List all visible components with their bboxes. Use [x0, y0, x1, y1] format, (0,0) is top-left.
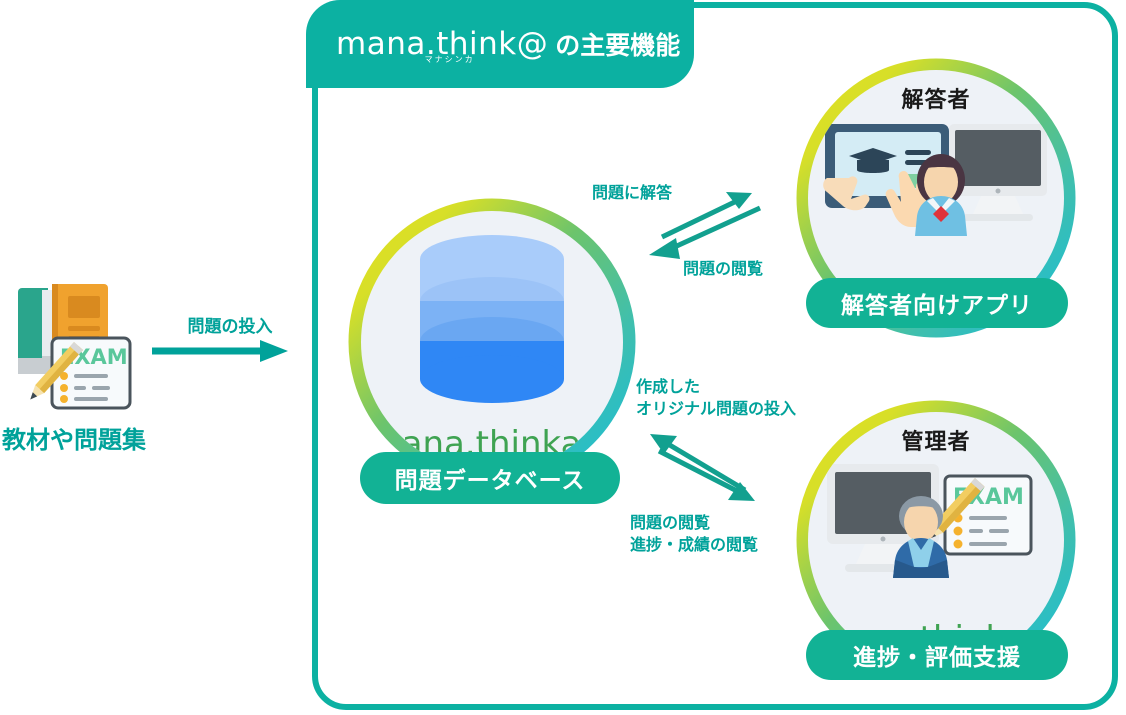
flow-label-view-questions-top: 問題の閲覧 — [683, 259, 764, 278]
header-logo-ruby: マナシンカ — [424, 54, 475, 64]
pill-answerer-app[interactable]: 解答者向けアプリ — [806, 278, 1068, 328]
admin-title: 管理者 — [901, 430, 971, 455]
monitor-teacher-exam-icon: EXAM — [827, 464, 1033, 578]
admin-ring: 管理者 EXAM — [796, 400, 1076, 680]
database-cylinder-icon — [420, 235, 564, 403]
node-admin: 管理者 EXAM — [796, 400, 1076, 680]
header-title-suffix: の主要機能 — [555, 31, 681, 60]
inject-flow-label: 問題の投入 — [187, 317, 273, 337]
pill-progress-evaluation[interactable]: 進捗・評価支援 — [806, 630, 1068, 680]
inject-arrow-icon — [152, 340, 288, 362]
flow-label-view-progress: 問題の閲覧 進捗・成績の閲覧 — [630, 513, 759, 554]
answerer-ring-gradient — [796, 58, 1076, 338]
header-logo-text: mana.think@ — [336, 25, 549, 62]
flow-label-original-upload: 作成した オリジナル問題の投入 — [636, 377, 797, 418]
node-question-database: mana.thinka@ マナシンカ — [348, 198, 636, 486]
panel-header: mana.think@ マナシンカ の主要機能 — [306, 0, 694, 88]
pill-question-database[interactable]: 問題データベース — [360, 452, 620, 504]
books-and-exam-illustration: EXAM — [8, 282, 148, 412]
db-ring: mana.thinka@ マナシンカ — [348, 198, 636, 486]
admin-ring-inner: 管理者 EXAM — [808, 412, 1064, 668]
flow-label-answer-questions: 問題に解答 — [592, 183, 673, 202]
header-logo: mana.think@ マナシンカ — [336, 25, 549, 63]
source-materials-zone: EXAM — [0, 0, 312, 715]
db-ring-inner: mana.thinka@ マナシンカ — [361, 211, 623, 473]
books-exam-icon: EXAM — [18, 284, 132, 410]
answerer-title: 解答者 — [901, 88, 971, 113]
source-materials-label: 教材や問題集 — [2, 426, 146, 454]
tablet-hand-student-icon — [823, 124, 1047, 236]
